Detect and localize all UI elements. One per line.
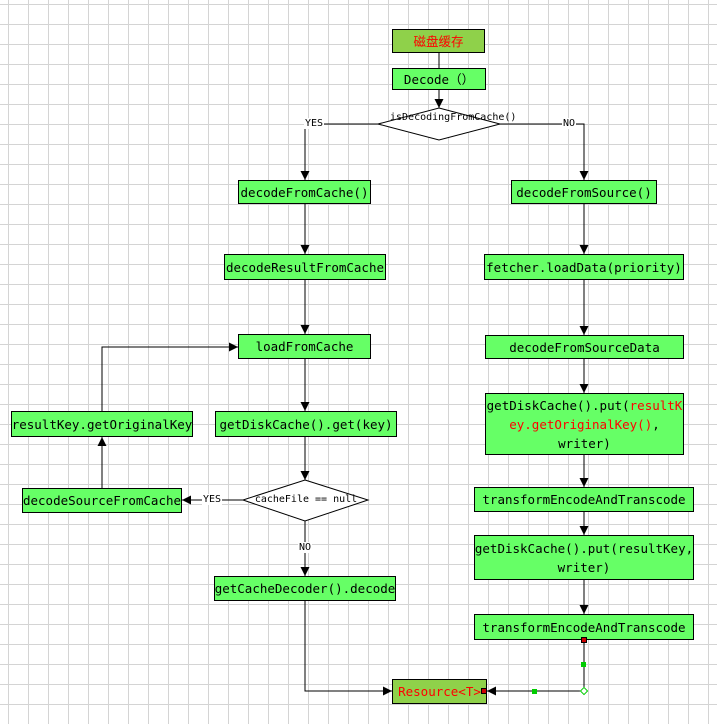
decision-is-decoding-from-cache	[376, 107, 502, 141]
edge-label-no-null: NO	[298, 542, 313, 553]
handle-red-transform-2[interactable]	[581, 637, 587, 643]
node-fetcher-load-data[interactable]: fetcher.loadData(priority)	[484, 254, 684, 280]
node-get-cache-decoder[interactable]: getCacheDecoder().decode	[214, 576, 396, 601]
edge-gcd-resource	[304, 601, 392, 696]
node-transform-2[interactable]: transformEncodeAndTranscode	[474, 614, 694, 640]
node-decode-result-from-cache[interactable]: decodeResultFromCache	[224, 254, 386, 280]
handle-green-midpoint-1[interactable]	[581, 662, 586, 667]
title-node[interactable]: 磁盘缓存	[392, 29, 485, 53]
edge-label-no-cache: NO	[562, 118, 577, 129]
edge-decision-no	[500, 123, 589, 180]
node-resource[interactable]: Resource<T>	[392, 679, 487, 704]
node-load-from-cache[interactable]: loadFromCache	[238, 334, 371, 359]
node-get-disk-cache-get[interactable]: getDiskCache().get(key)	[215, 411, 397, 437]
node-decode-from-source[interactable]: decodeFromSource()	[511, 180, 657, 204]
decision-cache-file-null	[241, 479, 370, 522]
handle-green-midpoint-2[interactable]	[532, 689, 537, 694]
node-decode-source-from-cache[interactable]: decodeSourceFromCache	[22, 488, 182, 513]
decision-cache-label: isDecodingFromCache()	[390, 112, 517, 123]
edge-label-yes-cache: YES	[304, 118, 325, 129]
node-decode-from-source-data[interactable]: decodeFromSourceData	[485, 335, 684, 359]
node-decode-from-cache[interactable]: decodeFromCache()	[238, 180, 371, 204]
node-decode[interactable]: Decode（）	[392, 68, 486, 90]
edge-t2-resource	[487, 640, 585, 696]
title-text: 磁盘缓存	[413, 33, 464, 49]
handle-red-resource[interactable]	[481, 688, 487, 694]
edge-rk-lfc	[101, 342, 238, 411]
node-disk-cache-put-original[interactable]: getDiskCache().put(resultK ey.getOrigina…	[485, 393, 684, 455]
node-disk-cache-put-result[interactable]: getDiskCache().put(resultKey, writer)	[474, 535, 694, 580]
decision-null-label: cacheFile == null	[254, 494, 358, 505]
node-result-key-get-original-key[interactable]: resultKey.getOriginalKey	[11, 411, 193, 437]
edge-decision-yes	[300, 123, 378, 180]
node-transform-1[interactable]: transformEncodeAndTranscode	[474, 487, 694, 512]
edge-label-yes-null: YES	[202, 494, 223, 505]
node-decode-text: Decode（）	[403, 71, 475, 87]
